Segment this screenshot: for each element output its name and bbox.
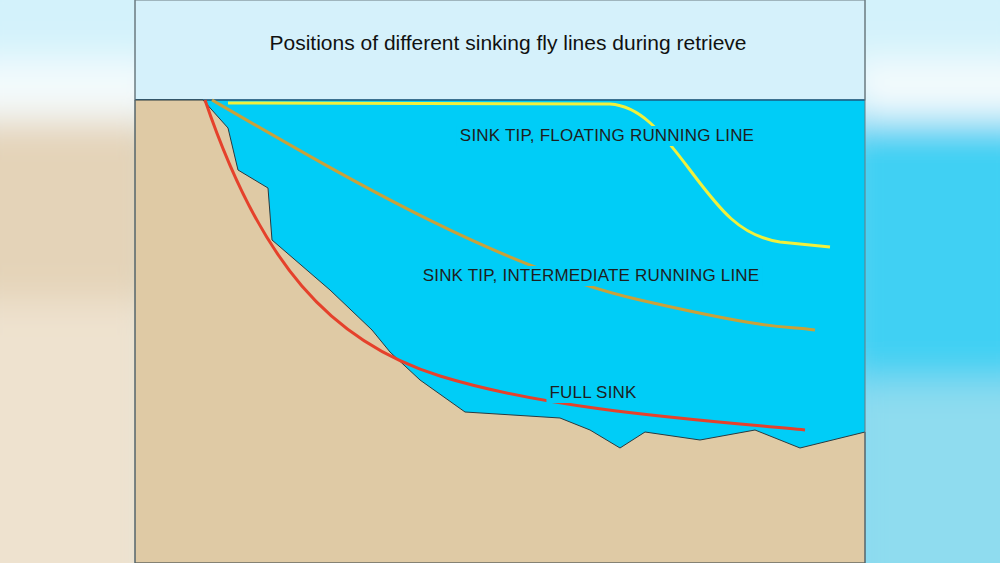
panel-edge: [135, 0, 136, 563]
sky-band: [135, 0, 865, 100]
lake-bed: [135, 100, 865, 563]
full-sink-line: [205, 100, 805, 430]
water: [135, 100, 865, 563]
line-label: SINK TIP, INTERMEDIATE RUNNING LINE: [420, 266, 763, 286]
floating-line: [228, 103, 830, 247]
line-label: FULL SINK: [546, 383, 639, 403]
diagram-title: Positions of different sinking fly lines…: [269, 31, 746, 55]
intermediate-line: [212, 100, 815, 330]
water-surface: [135, 99, 865, 101]
line-label: SINK TIP, FLOATING RUNNING LINE: [457, 126, 757, 146]
panel-edge: [865, 0, 866, 563]
